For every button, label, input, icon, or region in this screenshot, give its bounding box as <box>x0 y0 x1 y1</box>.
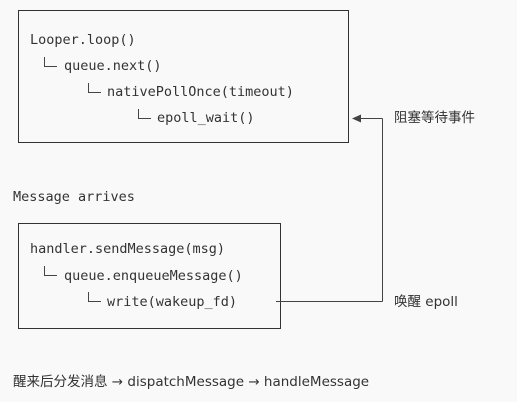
queue-next-call: queue.next() <box>64 58 162 74</box>
tree-branch-connector <box>88 292 101 302</box>
block-wait-annotation: 阻塞等待事件 <box>352 109 475 126</box>
block-wait-label: 阻塞等待事件 <box>394 109 475 126</box>
send-message-call: handler.sendMessage(msg) <box>30 241 225 257</box>
write-wakeup-fd-call: write(wakeup_fd) <box>107 294 237 310</box>
handler-call-chain-box: handler.sendMessage(msg) queue.enqueueMe… <box>18 223 281 329</box>
tree-branch-connector <box>44 266 57 276</box>
enqueue-message-call: queue.enqueueMessage() <box>64 268 243 284</box>
message-arrives-label: Message arrives <box>13 189 135 205</box>
looper-call-chain-box: Looper.loop() queue.next() nativePollOnc… <box>18 10 349 143</box>
arrow-left-icon <box>352 114 361 123</box>
looper-loop-call: Looper.loop() <box>30 32 136 48</box>
native-poll-once-call: nativePollOnce(timeout) <box>107 84 294 100</box>
wake-epoll-label: 唤醒 epoll <box>394 294 458 310</box>
tree-branch-connector <box>138 109 151 119</box>
epoll-wait-call: epoll_wait() <box>157 110 255 126</box>
dispatch-flow-footer: 醒来后分发消息 → dispatchMessage → handleMessag… <box>13 373 369 390</box>
tree-branch-connector <box>44 57 57 67</box>
tree-branch-connector <box>88 83 101 93</box>
